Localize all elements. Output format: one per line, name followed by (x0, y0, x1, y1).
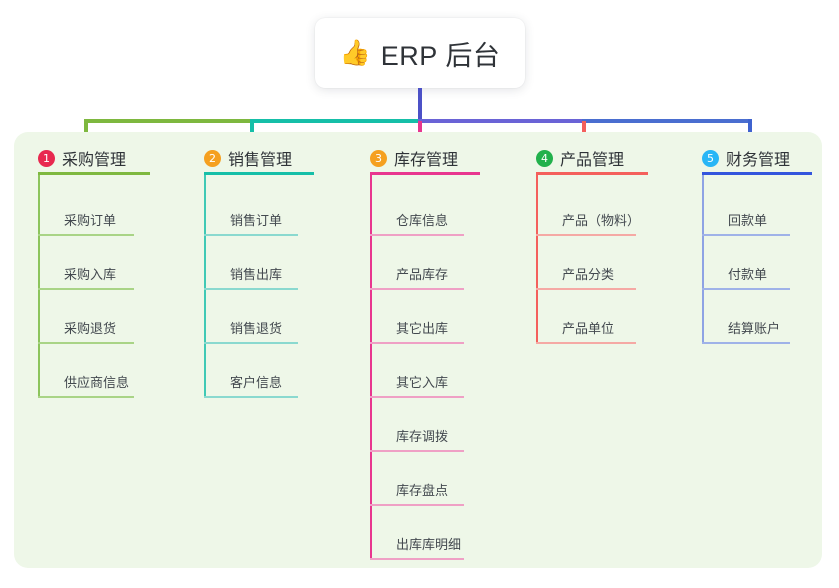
module-item[interactable]: 其它入库 (370, 344, 464, 398)
thumbs-up-icon: 👍 (339, 38, 371, 67)
module-spine-connector (370, 175, 372, 558)
module-item[interactable]: 销售订单 (204, 182, 298, 236)
module-header-rule (370, 172, 480, 175)
module-item[interactable]: 采购入库 (38, 236, 134, 290)
module-item-rule (536, 288, 636, 290)
module-item-rule (370, 342, 464, 344)
module-header-5[interactable]: 5 财务管理 (702, 146, 790, 170)
module-number-badge: 5 (702, 149, 719, 167)
module-item-rule (370, 504, 464, 506)
module-item[interactable]: 回款单 (702, 182, 790, 236)
module-item-label: 库存盘点 (396, 483, 449, 498)
module-number-badge: 2 (204, 149, 221, 167)
module-spine-connector (204, 175, 206, 396)
module-item[interactable]: 库存调拨 (370, 398, 464, 452)
module-header-label: 财务管理 (726, 152, 791, 169)
module-item-rule (536, 342, 636, 344)
module-item-label: 付款单 (728, 267, 768, 282)
module-header-label: 销售管理 (228, 152, 293, 169)
module-item-rule (370, 450, 464, 452)
module-item[interactable]: 库存盘点 (370, 452, 464, 506)
module-item-label: 采购入库 (64, 267, 117, 282)
module-item[interactable]: 产品分类 (536, 236, 636, 290)
module-item-label: 其它入库 (396, 375, 449, 390)
branch-bar-segment-green (84, 119, 252, 123)
module-item-rule (38, 342, 134, 344)
module-item-label: 结算账户 (728, 321, 781, 336)
module-item-label: 产品单位 (562, 321, 615, 336)
module-item[interactable]: 供应商信息 (38, 344, 134, 398)
module-item-rule (702, 288, 790, 290)
module-item[interactable]: 结算账户 (702, 290, 790, 344)
module-header-4[interactable]: 4 产品管理 (536, 146, 624, 170)
module-item[interactable]: 销售退货 (204, 290, 298, 344)
module-header-rule (204, 172, 314, 175)
module-item-rule (370, 234, 464, 236)
module-header-2[interactable]: 2 销售管理 (204, 146, 292, 170)
module-item-rule (702, 342, 790, 344)
module-item-label: 采购退货 (64, 321, 117, 336)
module-number-badge: 1 (38, 149, 55, 167)
module-item[interactable]: 采购订单 (38, 182, 134, 236)
module-item-label: 库存调拨 (396, 429, 449, 444)
module-item-label: 产品（物料） (562, 213, 641, 228)
module-header-3[interactable]: 3 库存管理 (370, 146, 458, 170)
module-spine-connector (536, 175, 538, 342)
module-item-rule (38, 234, 134, 236)
branch-bar-segment-teal (250, 119, 420, 123)
module-item-label: 客户信息 (230, 375, 283, 390)
module-item-label: 产品库存 (396, 267, 449, 282)
module-item-label: 销售订单 (230, 213, 283, 228)
module-item-rule (204, 342, 298, 344)
module-item[interactable]: 客户信息 (204, 344, 298, 398)
module-item-label: 销售退货 (230, 321, 283, 336)
module-item-rule (370, 288, 464, 290)
module-item-rule (370, 396, 464, 398)
module-item-label: 仓库信息 (396, 213, 449, 228)
branch-bar-segment-violet (418, 119, 584, 123)
module-item[interactable]: 产品库存 (370, 236, 464, 290)
module-header-label: 产品管理 (560, 152, 625, 169)
module-spine-connector (38, 175, 40, 396)
module-item-label: 采购订单 (64, 213, 117, 228)
root-stem-connector (418, 88, 422, 121)
module-item[interactable]: 仓库信息 (370, 182, 464, 236)
module-item-rule (38, 396, 134, 398)
module-item-rule (536, 234, 636, 236)
module-item-rule (204, 396, 298, 398)
module-item[interactable]: 销售出库 (204, 236, 298, 290)
module-header-label: 采购管理 (62, 152, 127, 169)
module-item[interactable]: 出库库明细 (370, 506, 464, 560)
module-item-rule (370, 558, 464, 560)
module-item[interactable]: 产品单位 (536, 290, 636, 344)
module-header-label: 库存管理 (394, 152, 459, 169)
modules-panel: 1 采购管理采购订单采购入库采购退货供应商信息 2 销售管理销售订单销售出库销售退货客… (14, 132, 822, 568)
module-spine-connector (702, 175, 704, 342)
module-item[interactable]: 采购退货 (38, 290, 134, 344)
module-header-rule (38, 172, 150, 175)
branch-bar-segment-indigo (582, 119, 752, 123)
root-node-title: ERP 后台 (380, 40, 501, 71)
module-header-1[interactable]: 1 采购管理 (38, 146, 126, 170)
module-number-badge: 4 (536, 149, 553, 167)
module-header-rule (536, 172, 648, 175)
module-header-rule (702, 172, 812, 175)
module-item-rule (702, 234, 790, 236)
module-item[interactable]: 付款单 (702, 236, 790, 290)
module-number-badge: 3 (370, 149, 387, 167)
module-item-label: 销售出库 (230, 267, 283, 282)
module-item-label: 供应商信息 (64, 375, 130, 390)
module-item-rule (38, 288, 134, 290)
root-node-erp-backend[interactable]: 👍 ERP 后台 (315, 18, 525, 88)
module-item-label: 其它出库 (396, 321, 449, 336)
module-item-rule (204, 288, 298, 290)
module-item[interactable]: 产品（物料） (536, 182, 640, 236)
module-item[interactable]: 其它出库 (370, 290, 464, 344)
module-item-label: 产品分类 (562, 267, 615, 282)
module-item-label: 回款单 (728, 213, 768, 228)
module-item-label: 出库库明细 (396, 537, 462, 552)
module-item-rule (204, 234, 298, 236)
